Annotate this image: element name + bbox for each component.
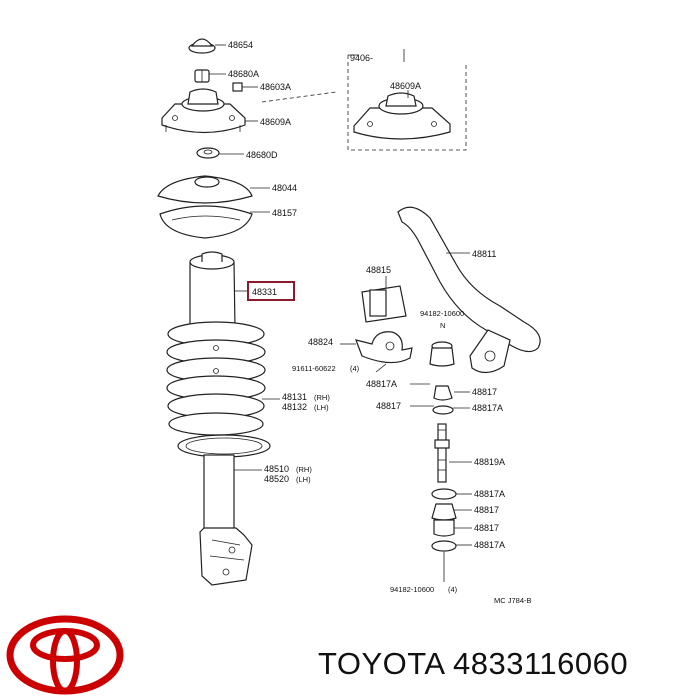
label-48817a-3: 48817A bbox=[474, 489, 505, 499]
label-bolt-left: 91611-60622 bbox=[292, 364, 336, 373]
label-48044: 48044 bbox=[272, 183, 297, 193]
bushing-bracket bbox=[355, 331, 413, 364]
label-48680d: 48680D bbox=[246, 150, 278, 160]
label-48132: 48132 bbox=[282, 402, 307, 412]
label-48811: 48811 bbox=[472, 249, 496, 259]
label-48815: 48815 bbox=[366, 265, 391, 275]
label-48520: 48520 bbox=[264, 474, 289, 484]
stabilizer-bushing bbox=[361, 285, 407, 323]
label-48817-2: 48817 bbox=[472, 387, 497, 397]
label-bolt-top-marker: N bbox=[440, 321, 445, 330]
label-bolt-bottom-qty: (4) bbox=[448, 585, 458, 594]
label-48654: 48654 bbox=[228, 40, 253, 50]
label-9406: 9406- bbox=[350, 53, 373, 63]
link-stack-lower bbox=[431, 488, 457, 552]
label-48510-side: (RH) bbox=[296, 465, 312, 474]
label-48157: 48157 bbox=[272, 208, 297, 218]
label-48817-4: 48817 bbox=[474, 523, 499, 533]
label-bolt-left-qty: (4) bbox=[350, 364, 360, 373]
link-stack-upper bbox=[429, 341, 455, 415]
label-48817a-2: 48817A bbox=[472, 403, 503, 413]
label-48817a-4: 48817A bbox=[474, 540, 505, 550]
label-48817a-1: 48817A bbox=[366, 379, 397, 389]
upper-spring-seat bbox=[157, 175, 253, 204]
label-48131-side: (RH) bbox=[314, 393, 330, 402]
label-48331: 48331 bbox=[252, 287, 277, 297]
label-diagram-code: MC J784-B bbox=[494, 596, 532, 605]
label-48520-side: (LH) bbox=[296, 475, 311, 484]
bearing-washer bbox=[196, 147, 220, 159]
strut-mount bbox=[161, 88, 246, 134]
label-48819a: 48819A bbox=[474, 457, 505, 467]
label-48609a-box: 48609A bbox=[390, 81, 421, 91]
label-48824: 48824 bbox=[308, 337, 333, 347]
coil-spring bbox=[166, 321, 266, 436]
revision-box bbox=[261, 49, 467, 151]
strut-assembly bbox=[177, 434, 271, 586]
label-48132-side: (LH) bbox=[314, 403, 329, 412]
nut bbox=[194, 69, 210, 83]
dust-cap bbox=[188, 38, 216, 54]
label-48510: 48510 bbox=[264, 464, 289, 474]
label-48603a: 48603A bbox=[260, 82, 291, 92]
highlight-box bbox=[247, 281, 295, 301]
part-number-caption: TOYOTA 4833116060 bbox=[318, 646, 629, 681]
bump-stop bbox=[189, 251, 236, 333]
mount-nut bbox=[232, 82, 243, 92]
toyota-logo bbox=[6, 615, 124, 695]
label-48131: 48131 bbox=[282, 392, 307, 402]
label-bolt-bottom: 94182-10600 bbox=[390, 585, 434, 594]
stabilizer-link-bolt bbox=[434, 423, 450, 483]
label-48680a: 48680A bbox=[228, 69, 259, 79]
label-bolt-top: 94182-10600 bbox=[420, 309, 464, 318]
label-48817-1: 48817 bbox=[376, 401, 401, 411]
label-48817-3: 48817 bbox=[474, 505, 499, 515]
spring-insulator bbox=[159, 205, 253, 239]
label-48609a: 48609A bbox=[260, 117, 291, 127]
stabilizer-bar bbox=[397, 206, 541, 374]
